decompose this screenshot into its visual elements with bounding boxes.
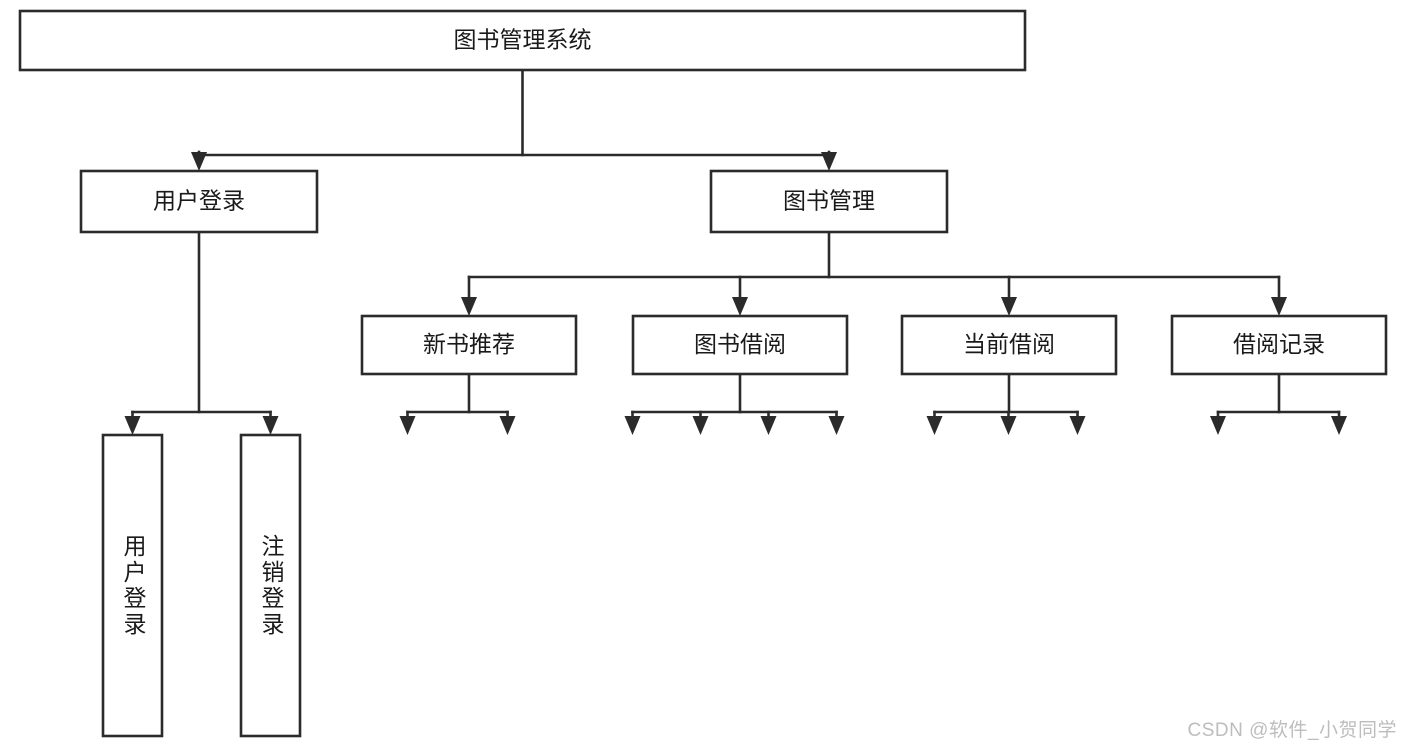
connector-arrow-icon [732,297,748,316]
connector-arrow-icon [692,416,709,435]
node-box-user-login-do[interactable] [101,433,164,738]
connector-arrow-icon [926,416,943,435]
connector-arrow-icon [499,416,516,435]
node-label-book-manage: 图书管理 [783,188,875,214]
node-box-new-book-rec[interactable] [360,314,578,376]
node-label-user-login: 用户登录 [153,188,245,214]
connectors-layer [124,68,1347,435]
node-label-new-book-rec: 新书推荐 [423,331,515,357]
connector-arrow-icon [624,416,641,435]
node-label-current-borrow: 当前借阅 [963,331,1055,357]
connector-arrow-icon [1069,416,1086,435]
node-box-book-manage[interactable] [709,169,949,234]
connector-arrow-icon [124,416,141,435]
connector-arrow-icon [262,416,279,435]
node-label-borrow-record: 借阅记录 [1233,331,1325,357]
node-label-book-borrow: 图书借阅 [694,331,786,357]
connector-arrow-icon [1210,416,1226,435]
node-box-book-borrow[interactable] [631,314,849,376]
connector-arrow-icon [828,416,845,435]
connector-arrow-icon [1271,297,1287,316]
connector-arrow-icon [821,152,837,171]
connector-arrow-icon [399,416,416,435]
connector-arrow-icon [1331,416,1347,435]
node-label-root: 图书管理系统 [454,27,592,53]
node-box-borrow-record[interactable] [1170,314,1388,376]
connector-arrow-icon [760,416,777,435]
node-box-user-login[interactable] [79,169,319,234]
csdn-watermark: CSDN @软件_小贺同学 [1187,720,1397,741]
node-box-current-borrow[interactable] [900,314,1118,376]
connector-arrow-icon [1001,297,1017,316]
boxes-layer [18,9,1388,738]
connector-arrow-icon [461,297,477,316]
node-box-root[interactable] [18,9,1027,72]
node-box-user-logout[interactable] [239,433,302,738]
connector-arrow-icon [191,152,207,171]
connector-arrow-icon [1000,416,1017,435]
